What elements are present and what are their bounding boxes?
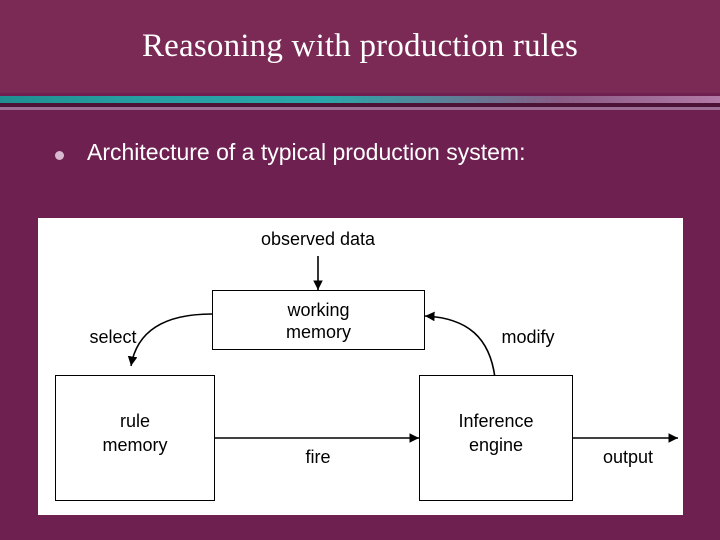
divider-teal — [0, 96, 720, 103]
label-modify: modify — [501, 327, 555, 347]
box-rule-memory-line2: memory — [102, 435, 168, 455]
box-rule-memory: rule memory — [55, 375, 215, 501]
box-rule-memory-line1: rule — [119, 411, 150, 431]
divider-dark — [0, 103, 720, 107]
label-select: select — [89, 327, 137, 347]
page-title: Reasoning with production rules — [141, 28, 579, 64]
box-inference-engine: Inference engine — [419, 375, 573, 501]
bullet-text: Architecture of a typical production sys… — [87, 139, 526, 165]
diagram-arrows — [127, 256, 678, 443]
label-observed-data: observed data — [260, 229, 376, 249]
box-inference-engine-line1: Inference — [458, 411, 534, 431]
title-band — [0, 0, 720, 93]
label-output: output — [602, 447, 654, 467]
box-working-memory: working memory — [212, 290, 425, 350]
label-fire: fire — [305, 447, 331, 467]
divider-light — [0, 107, 720, 110]
bullet-dot-icon — [55, 151, 64, 160]
box-working-memory-line2: memory — [285, 322, 351, 342]
box-working-memory-line1: working — [287, 300, 350, 320]
diagram-panel: observed data select modify fire output … — [38, 218, 683, 515]
box-inference-engine-line2: engine — [468, 435, 524, 455]
